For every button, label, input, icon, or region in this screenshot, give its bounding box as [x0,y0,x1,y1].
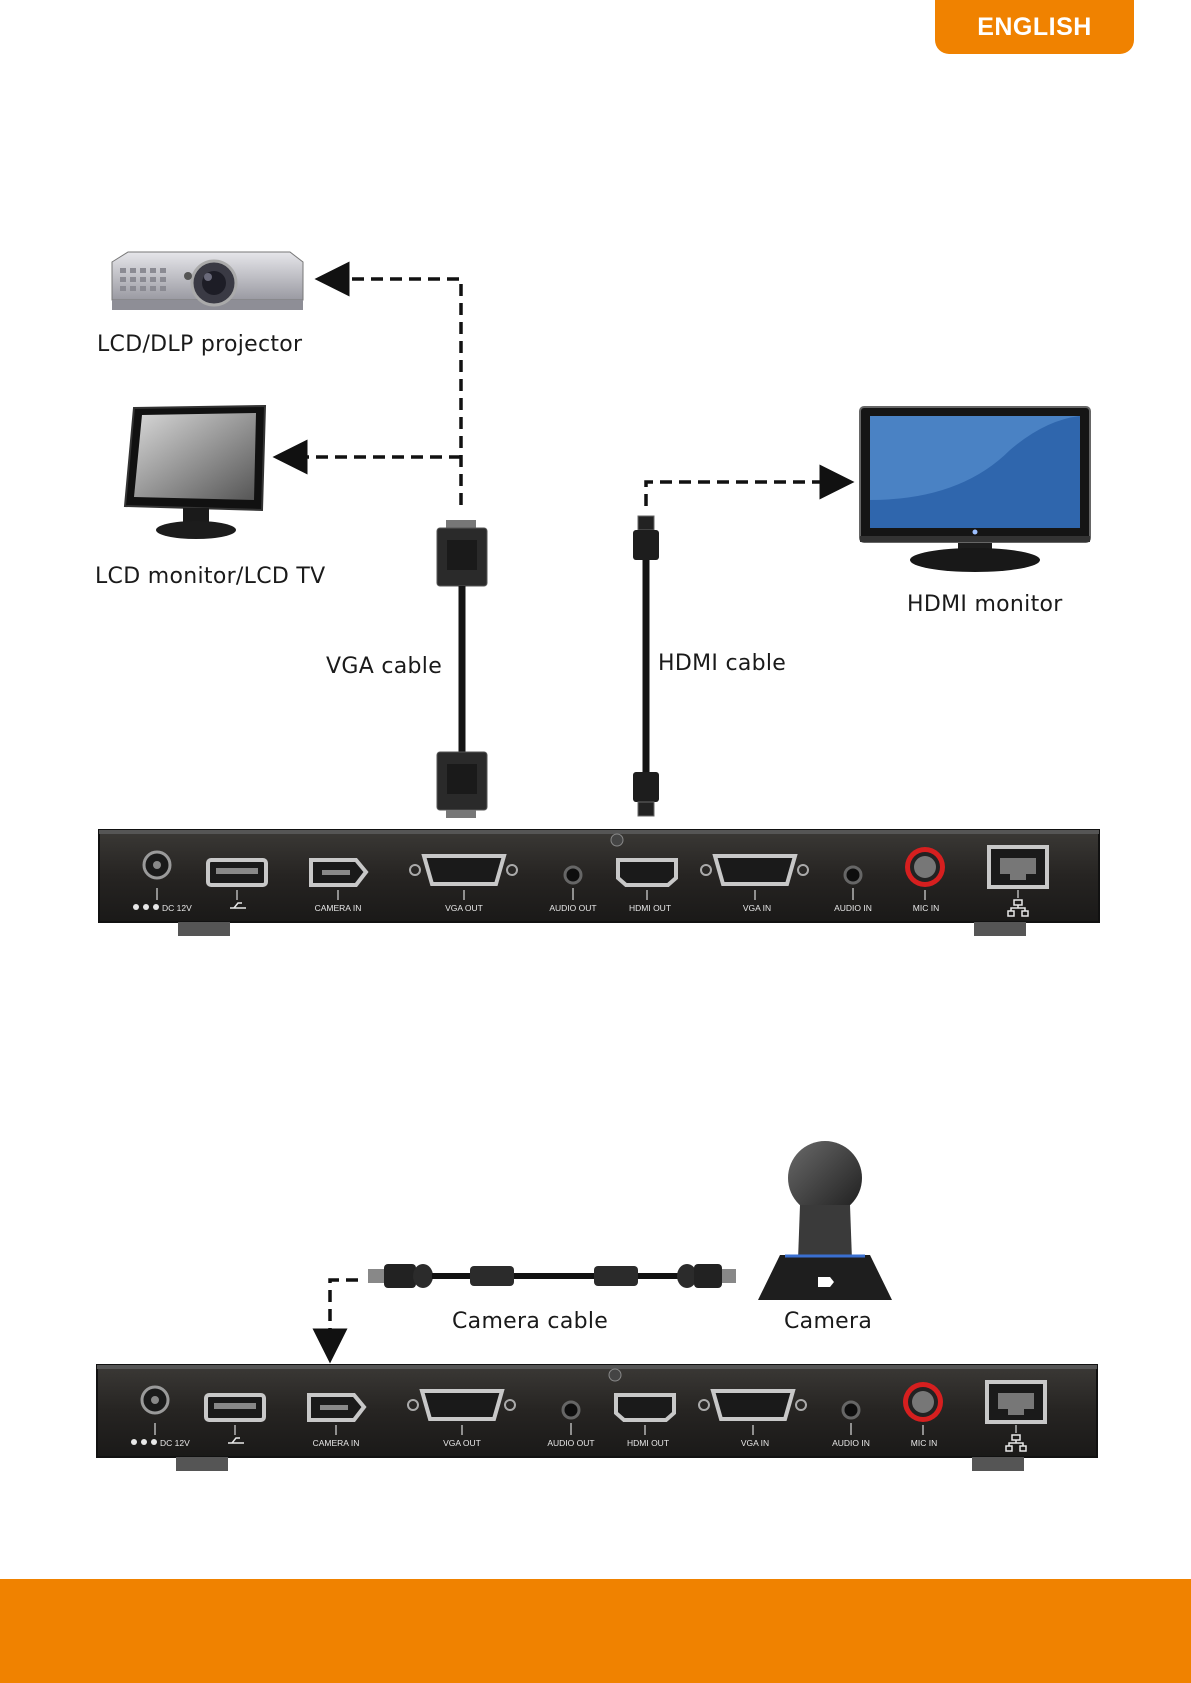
port-label-vga-in: VGA IN [741,1438,769,1448]
hdmi-cable-icon [633,516,659,816]
camera-label: Camera [784,1309,872,1334]
port-label-audio-out: AUDIO OUT [547,1438,594,1448]
port-label-vga-out: VGA OUT [445,903,483,913]
port-label-audio-out: AUDIO OUT [549,903,596,913]
camera-cable-label: Camera cable [452,1309,608,1334]
lcd-monitor-label: LCD monitor/LCD TV [95,564,325,589]
hdmi-cable-label: HDMI cable [658,651,786,676]
vga-output-connector-lines [290,279,461,505]
port-label-vga-out: VGA OUT [443,1438,481,1448]
hdmi-output-connector-lines [646,482,837,506]
footer-band [0,1579,1191,1683]
hdmi-monitor-label: HDMI monitor [907,592,1063,617]
port-label-mic-in: MIC IN [911,1438,937,1448]
port-label-camera-in: CAMERA IN [313,1438,360,1448]
vga-cable-label: VGA cable [326,654,442,679]
camera-cable-icon [368,1264,736,1288]
projector-icon [112,252,303,310]
port-label-camera-in: CAMERA IN [315,903,362,913]
port-label-dc: DC 12V [160,1438,190,1448]
projector-label: LCD/DLP projector [97,332,302,357]
port-label-mic-in: MIC IN [913,903,939,913]
port-label-audio-in: AUDIO IN [832,1438,870,1448]
vga-cable-icon [437,520,487,818]
port-label-audio-in: AUDIO IN [834,903,872,913]
device-rear-panel-2: DC 12V CAMERA IN VGA OUT AUDIO OUT HDMI … [97,1365,1097,1471]
dc-polarity-icon [131,1439,157,1445]
port-label-hdmi-out: HDMI OUT [629,903,671,913]
lcd-monitor-icon [125,406,265,539]
hdmi-monitor-icon [860,407,1090,572]
camera-in-connector-line [330,1280,358,1346]
port-label-hdmi-out: HDMI OUT [627,1438,669,1448]
camera-icon [758,1141,892,1300]
dc-polarity-icon [133,904,159,910]
port-label-dc: DC 12V [162,903,192,913]
device-rear-panel-1: DC 12V CAMERA IN VGA OUT AUDIO OUT HDMI … [99,830,1099,936]
port-label-vga-in: VGA IN [743,903,771,913]
